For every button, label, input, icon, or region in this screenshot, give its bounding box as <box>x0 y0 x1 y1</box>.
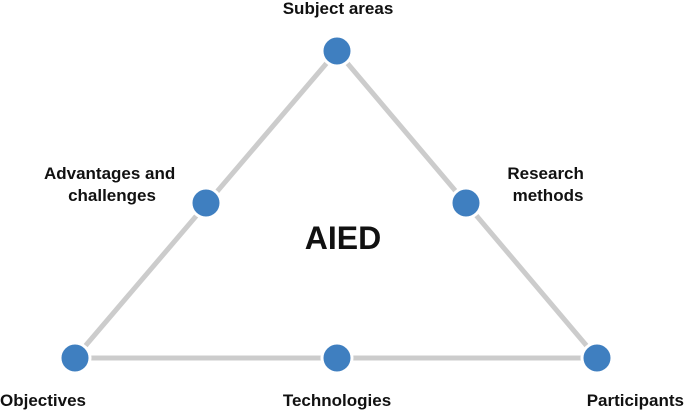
label-research-methods: Research methods <box>507 164 588 205</box>
node-objectives <box>58 341 92 375</box>
center-label: AIED <box>305 220 381 256</box>
label-advantages-line1: Advantages and <box>44 164 175 183</box>
node-technologies <box>320 341 354 375</box>
node-research-methods <box>449 186 483 220</box>
label-objectives: Objectives <box>0 391 86 410</box>
node-subject-areas <box>320 34 354 68</box>
label-subject-areas: Subject areas <box>283 0 394 18</box>
label-research-line2: methods <box>513 186 584 205</box>
label-research-line1: Research <box>507 164 584 183</box>
node-advantages-challenges <box>189 186 223 220</box>
label-advantages-challenges: Advantages and challenges <box>44 164 180 205</box>
node-participants <box>580 341 614 375</box>
label-technologies: Technologies <box>283 391 391 410</box>
label-participants: Participants <box>587 391 684 410</box>
label-advantages-line2: challenges <box>68 186 156 205</box>
